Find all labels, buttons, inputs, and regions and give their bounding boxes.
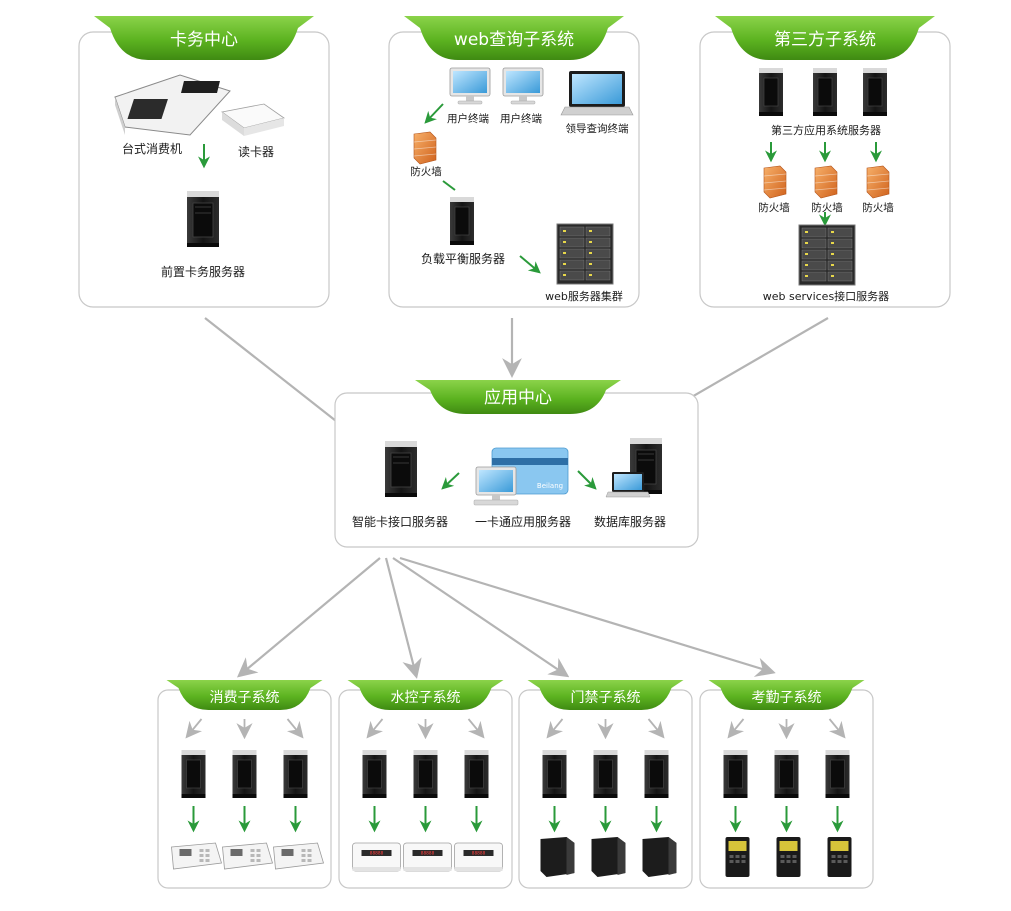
panel-third-party: 第三方子系统 第三方应用系统服务器 防火墙 防火墙 防火墙 web servic… [699,16,951,308]
app-server-2-icon [812,67,838,117]
subsystem-server-icon [464,749,489,799]
front-server-icon [186,190,220,248]
gray-arrow [467,718,485,739]
gray-arrow [546,718,564,739]
arrow-app-to-access [392,557,570,678]
green-arrow [424,103,444,124]
one-card-server-label: 一卡通应用服务器 [475,514,571,529]
app-server-1-icon [758,67,784,117]
card-print-text: Beilang [537,482,563,490]
attendance-terminal-icon [827,837,852,877]
leader-terminal-label: 领导查询终端 [566,122,629,135]
subsystem-server-icon [232,749,257,799]
app-center-title: 应用中心 [484,388,552,408]
subsystem-server-icon [181,749,206,799]
user-terminal-2-label: 用户终端 [500,112,542,125]
gray-arrow [286,718,304,739]
subsystem-panel: 水控子系统 [338,680,513,889]
front-server-label: 前置卡务服务器 [161,264,245,279]
card-reader-icon [221,103,285,136]
web-query-title: web查询子系统 [454,30,574,50]
green-link [442,180,456,191]
subsystem-server-icon [825,749,850,799]
subsystem-tab[interactable]: 消费子系统 [166,680,323,710]
desktop-pos-icon [114,74,231,136]
panel-web-query: web查询子系统 用户终端 用户终端 领导查询终端 防火墙 负载平衡服务器 we… [388,16,640,308]
access-controller-icon [642,837,677,877]
gray-arrow [828,718,846,739]
app-server-3-icon [862,67,888,117]
subsystem-title: 考勤子系统 [752,690,822,706]
gray-arrow [727,718,745,739]
panel-app-center: 应用中心 智能卡接口服务器 Beilang 一卡通应用服务器 [334,380,699,548]
card-reader-label: 读卡器 [238,145,274,159]
arrow-app-to-attend [399,556,776,677]
subsystem-server-icon [283,749,308,799]
tab-web-query[interactable]: web查询子系统 [404,16,624,60]
firewall-icon [814,165,838,199]
user-terminal-1-label: 用户终端 [447,112,489,125]
arrow-app-to-consume [236,557,381,678]
third-party-title: 第三方子系统 [774,30,876,50]
one-card-server-icon: Beilang [473,447,569,506]
water-controller-icon [352,842,401,872]
subsystem-tab[interactable]: 门禁子系统 [527,680,684,710]
firewall-icon [413,131,437,165]
load-balancer-label: 负载平衡服务器 [421,251,505,266]
ws-server-icon [798,224,856,286]
subsystem-title: 水控子系统 [391,690,461,706]
subsystem-panel: 消费子系统 [157,680,332,889]
smart-card-server-icon [384,440,418,498]
third-firewall-3-label: 防火墙 [862,201,894,214]
ws-server-label: web services接口服务器 [763,290,889,303]
tab-card-center[interactable]: 卡务中心 [94,16,314,60]
web-firewall-label: 防火墙 [410,165,442,178]
panel-card-center: 卡务中心 台式消费机 读卡器 前置卡务服务器 [78,16,330,308]
attendance-terminal-icon [776,837,801,877]
database-server-label: 数据库服务器 [594,514,666,529]
subsystem-tab[interactable]: 水控子系统 [347,680,504,710]
arrow-app-to-water [384,557,422,679]
leader-terminal-icon [560,70,634,116]
load-balancer-icon [449,196,475,246]
third-firewall-2-label: 防火墙 [811,201,843,214]
app-servers-label: 第三方应用系统服务器 [771,123,881,137]
green-arrow [577,470,597,490]
subsystem-server-icon [723,749,748,799]
subsystem-server-icon [774,749,799,799]
water-controller-icon [403,842,452,872]
subsystem-tab[interactable]: 考勤子系统 [708,680,865,710]
subsystem-title: 门禁子系统 [571,690,641,706]
database-server-icon [605,437,663,498]
subsystem-server-icon [362,749,387,799]
subsystem-title: 消费子系统 [210,690,280,706]
web-cluster-icon [556,223,614,285]
gray-arrow [185,718,203,739]
subsystem-panel: 考勤子系统 [699,680,874,889]
tab-app-center[interactable]: 应用中心 [415,380,621,414]
green-arrow [441,472,460,490]
tab-third-party[interactable]: 第三方子系统 [715,16,935,60]
attendance-terminal-icon [725,837,750,877]
gray-arrow [647,718,665,739]
subsystem-panel: 门禁子系统 [518,680,693,889]
access-controller-icon [540,837,575,877]
green-arrow [519,255,541,274]
firewall-icon [763,165,787,199]
firewall-icon [866,165,890,199]
subsystem-server-icon [644,749,669,799]
card-center-title: 卡务中心 [170,30,238,50]
subsystem-server-icon [413,749,438,799]
gray-arrow [366,718,384,739]
access-controller-icon [591,837,626,877]
web-cluster-label: web服务器集群 [545,289,623,303]
smart-card-server-label: 智能卡接口服务器 [352,514,448,529]
desktop-pos-label: 台式消费机 [122,141,182,156]
subsystem-server-icon [593,749,618,799]
third-firewall-1-label: 防火墙 [758,201,790,214]
subsystem-server-icon [542,749,567,799]
water-controller-icon [454,842,503,872]
subsystem-panels: 消费子系统 水控子系统 门禁子系统 考勤子系统 [157,680,874,889]
